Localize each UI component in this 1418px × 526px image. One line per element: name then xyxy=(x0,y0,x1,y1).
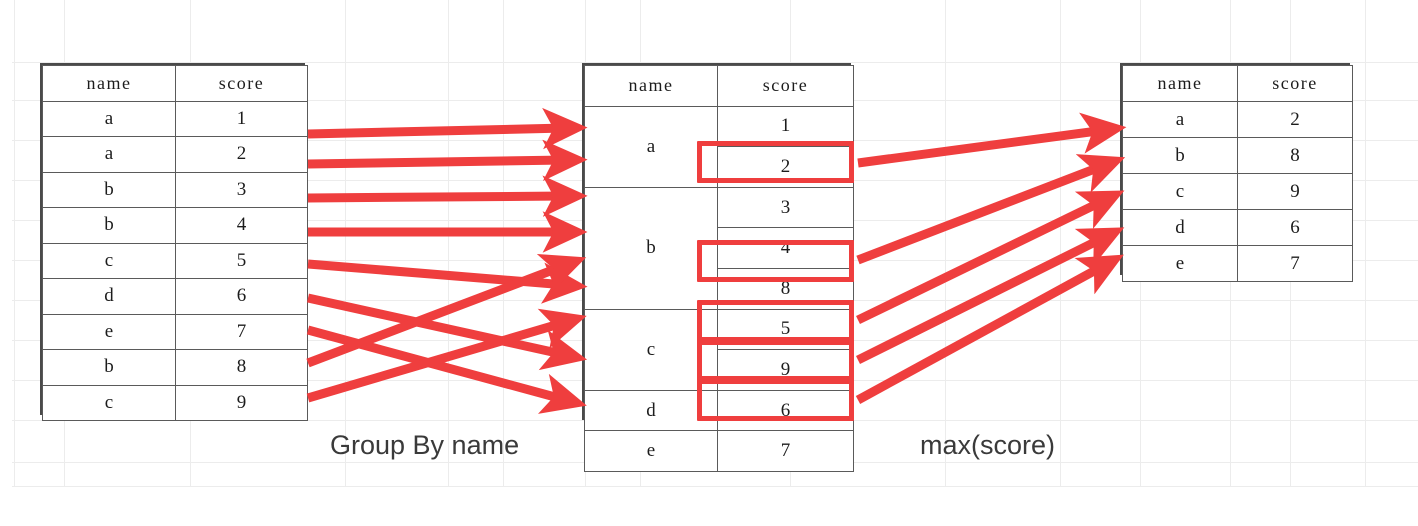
cell-score: 5 xyxy=(175,242,308,279)
table-row: a 2 xyxy=(1122,101,1353,138)
cell-name: a xyxy=(42,100,176,137)
cell-score-max: 7 xyxy=(717,430,854,472)
cell-name: b xyxy=(1122,137,1238,174)
source-col-score: score xyxy=(175,65,308,102)
cell-name: d xyxy=(1122,209,1238,246)
cell-score: 1 xyxy=(717,105,854,148)
cell-score: 3 xyxy=(717,186,854,229)
table-row: c 5 xyxy=(42,242,308,279)
table-row: 4 xyxy=(585,227,854,269)
group-by-arrows xyxy=(306,107,588,414)
table-row: b 8 xyxy=(42,349,308,386)
table-row: e 7 xyxy=(584,430,854,472)
table-row: a 1 xyxy=(42,100,308,137)
cell-name: e xyxy=(42,313,176,350)
table-header-row: name score xyxy=(1122,65,1353,102)
arrow-b3 xyxy=(307,175,588,217)
table-row: b 8 xyxy=(1122,137,1353,174)
table-row: b 3 xyxy=(42,171,308,208)
arrow-a1 xyxy=(307,107,588,150)
cell-score: 9 xyxy=(175,384,308,421)
cell-score: 4 xyxy=(717,227,854,269)
cell-name: d xyxy=(42,278,176,315)
source-table: name score a 1 a 2 b 3 b xyxy=(40,63,308,421)
group-name-b: b xyxy=(584,186,718,310)
max-score-arrows xyxy=(855,112,1127,404)
cell-name: e xyxy=(1122,245,1238,282)
cell-score: 8 xyxy=(175,349,308,386)
cell-name: c xyxy=(1122,173,1238,210)
arrow-d6 xyxy=(307,293,588,371)
cell-name: b xyxy=(42,207,176,244)
cell-name: c xyxy=(42,242,176,279)
arrow-e7 xyxy=(306,325,587,414)
arrow-max-a xyxy=(857,112,1127,168)
table-row: d 6 xyxy=(1122,209,1353,246)
arrow-a2 xyxy=(307,139,588,182)
cell-score: 1 xyxy=(175,100,308,137)
table-row: e 7 xyxy=(42,313,308,350)
cell-name: a xyxy=(1122,101,1238,138)
group-name-d: d xyxy=(584,389,718,432)
cell-score: 9 xyxy=(1237,173,1353,210)
result-col-name: name xyxy=(1122,65,1238,102)
arrow-max-d xyxy=(855,227,1125,365)
group-name-c: c xyxy=(584,308,718,391)
caption-max-score: max(score) xyxy=(920,430,1056,460)
cell-score: 7 xyxy=(175,313,308,350)
cell-score: 2 xyxy=(175,136,308,173)
cell-score: 7 xyxy=(1237,245,1353,282)
cell-name: b xyxy=(42,171,176,208)
group-name-a: a xyxy=(584,105,718,188)
table-row: c 9 xyxy=(1122,173,1353,210)
cell-name: c xyxy=(42,384,176,421)
result-table: name score a 2 b 8 c 9 d xyxy=(1120,63,1353,282)
arrow-max-c xyxy=(856,190,1125,325)
arrow-b8 xyxy=(306,253,587,368)
caption-group-by: Group By name xyxy=(330,430,520,460)
cell-score: 6 xyxy=(1237,209,1353,246)
arrow-max-b xyxy=(856,154,1126,265)
arrow-max-e xyxy=(855,254,1124,404)
cell-score: 2 xyxy=(1237,101,1353,138)
table-row: b 4 xyxy=(42,207,308,244)
group-name-e: e xyxy=(584,430,718,472)
source-col-name: name xyxy=(42,65,176,102)
table-header-row: name score xyxy=(42,65,308,102)
arrow-c9 xyxy=(306,308,587,403)
table-row: e 7 xyxy=(1122,245,1353,282)
table-row: b 3 xyxy=(584,186,854,310)
table-row: c 9 xyxy=(42,384,308,421)
table-row: a 1 xyxy=(584,105,854,188)
cell-score: 3 xyxy=(175,171,308,208)
